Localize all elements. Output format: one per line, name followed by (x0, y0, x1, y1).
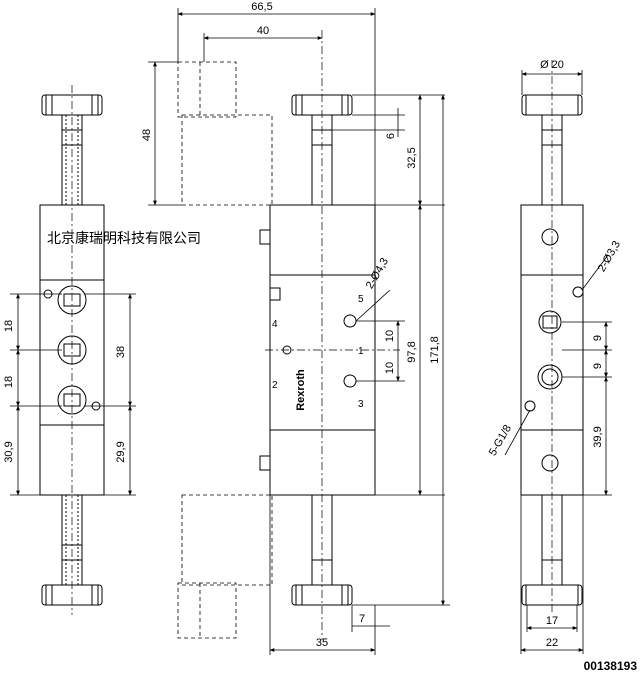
right-view (520, 60, 584, 615)
center-view (177, 30, 400, 640)
dim-9-b: 9 (592, 363, 604, 369)
port-label-5: 5 (358, 294, 364, 305)
port-label-3: 3 (358, 399, 364, 410)
dim-17: 17 (546, 615, 558, 627)
port-label-1: 1 (358, 346, 364, 357)
right-dimensions (504, 70, 612, 654)
dim-66-5: 66,5 (251, 1, 272, 13)
dim-48: 48 (141, 129, 153, 141)
dim-2-d3-3: 2-Ø3,3 (596, 239, 623, 274)
dim-35: 35 (316, 637, 328, 649)
dim-32-5: 32,5 (406, 147, 418, 168)
dim-10-a: 10 (384, 330, 396, 342)
dim-38: 38 (115, 346, 127, 358)
dim-10-b: 10 (384, 362, 396, 374)
dim-29-9: 29,9 (115, 441, 127, 462)
dim-40: 40 (257, 25, 269, 37)
dim-d20: Ø 20 (540, 59, 564, 71)
dim-30-9: 30,9 (3, 441, 15, 462)
dim-18-b: 18 (3, 376, 15, 388)
dim-18-a: 18 (3, 320, 15, 332)
port-label-4: 4 (272, 319, 278, 330)
dim-171-8: 171,8 (429, 336, 441, 364)
rexroth-logo: Rexroth (295, 369, 307, 411)
company-watermark: 北京康瑞明科技有限公司 (47, 230, 201, 247)
dim-thread: 5-G1/8 (487, 423, 514, 458)
left-dimensions (10, 293, 136, 496)
dim-9-a: 9 (592, 335, 604, 341)
dim-2-d4-3: 2-Ø4,3 (364, 256, 391, 291)
dim-97-8: 97,8 (406, 341, 418, 362)
dim-39-9: 39,9 (592, 426, 604, 447)
center-dimensions (148, 8, 450, 655)
dim-22: 22 (546, 637, 558, 649)
port-label-2: 2 (272, 380, 278, 391)
dim-7: 7 (359, 613, 365, 625)
drawing-number: 00138193 (584, 659, 638, 673)
dim-6: 6 (385, 133, 397, 139)
